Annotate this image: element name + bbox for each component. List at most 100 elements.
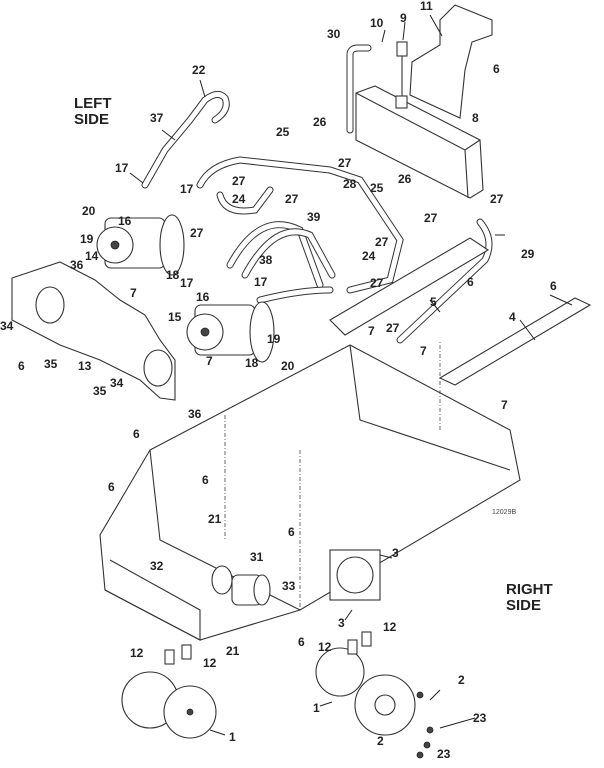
callout-19: 19 xyxy=(267,332,281,346)
callout-34: 34 xyxy=(0,319,14,333)
left-wheel-motor xyxy=(121,671,217,739)
tank-bracket xyxy=(409,4,493,119)
rail-5 xyxy=(329,237,490,336)
callout-12: 12 xyxy=(203,656,217,670)
callout-6: 6 xyxy=(288,525,295,539)
callout-6: 6 xyxy=(202,473,209,487)
callout-7: 7 xyxy=(420,344,427,358)
callout-2: 2 xyxy=(377,734,384,748)
right-wheel-motor xyxy=(315,647,416,736)
right-motor-mount xyxy=(329,549,381,601)
callout-5: 5 xyxy=(430,295,437,309)
callout-26: 26 xyxy=(313,115,327,129)
right-hydraulic-pump xyxy=(186,301,275,363)
callout-7: 7 xyxy=(130,286,137,300)
callout-27: 27 xyxy=(375,235,389,249)
callout-17: 17 xyxy=(180,276,194,290)
callout-27: 27 xyxy=(490,192,504,206)
right-mount-opening xyxy=(143,349,173,387)
filter-bracket xyxy=(211,565,233,595)
main-frame xyxy=(99,340,521,641)
callout-17: 17 xyxy=(254,275,268,289)
hydraulic-hoses xyxy=(141,91,493,344)
callout-6: 6 xyxy=(18,359,25,373)
callout-16: 16 xyxy=(196,290,210,304)
callout-2: 2 xyxy=(458,673,465,687)
callout-25: 25 xyxy=(276,125,290,139)
left-mount-opening xyxy=(35,286,65,324)
callout-7: 7 xyxy=(501,398,508,412)
callout-11: 11 xyxy=(420,0,433,13)
left-side-label: LEFT SIDE xyxy=(74,95,112,128)
callout-39: 39 xyxy=(307,210,321,224)
callout-27: 27 xyxy=(285,192,299,206)
drawing-code: 12029B xyxy=(492,509,517,516)
callout-17: 17 xyxy=(115,161,129,175)
callout-14: 14 xyxy=(85,249,99,263)
callout-28: 28 xyxy=(343,177,357,191)
callout-12: 12 xyxy=(130,646,144,660)
callout-24: 24 xyxy=(362,249,376,263)
callout-6: 6 xyxy=(133,427,140,441)
callout-37: 37 xyxy=(150,111,164,125)
callout-34: 34 xyxy=(110,376,124,390)
callout-8: 8 xyxy=(472,111,479,125)
callout-13: 13 xyxy=(78,359,92,373)
callout-27: 27 xyxy=(190,226,204,240)
callout-33: 33 xyxy=(282,579,296,593)
callout-9: 9 xyxy=(400,11,407,25)
callout-10: 10 xyxy=(370,16,384,30)
callout-17: 17 xyxy=(180,182,194,196)
callout-25: 25 xyxy=(370,181,384,195)
callout-18: 18 xyxy=(166,268,180,282)
callout-22: 22 xyxy=(192,63,206,77)
callout-23: 23 xyxy=(473,711,487,725)
callout-31: 31 xyxy=(250,550,264,564)
callout-24: 24 xyxy=(232,192,246,206)
callout-3: 3 xyxy=(392,546,399,560)
right-side-label: RIGHT SIDE xyxy=(506,581,553,614)
callout-32: 32 xyxy=(150,559,164,573)
dipstick xyxy=(395,41,408,109)
callout-35: 35 xyxy=(93,384,107,398)
fasteners xyxy=(164,631,434,759)
rail-4 xyxy=(438,297,592,386)
callout-20: 20 xyxy=(281,359,295,373)
leader-lines xyxy=(129,14,573,736)
callout-27: 27 xyxy=(232,174,246,188)
left-hydraulic-pump xyxy=(96,214,185,276)
callout-19: 19 xyxy=(80,232,94,246)
callout-16: 16 xyxy=(118,214,132,228)
callout-6: 6 xyxy=(550,279,557,293)
callout-15: 15 xyxy=(168,310,182,324)
callout-27: 27 xyxy=(370,276,384,290)
callout-30: 30 xyxy=(327,27,341,41)
callout-6: 6 xyxy=(467,275,474,289)
callout-38: 38 xyxy=(259,253,273,267)
callout-21: 21 xyxy=(208,512,222,526)
callout-1: 1 xyxy=(313,701,320,715)
callout-23: 23 xyxy=(437,747,451,761)
callout-3: 3 xyxy=(338,616,345,630)
callout-20: 20 xyxy=(82,204,96,218)
callout-6: 6 xyxy=(298,635,305,649)
callout-18: 18 xyxy=(245,356,259,370)
callout-6: 6 xyxy=(108,480,115,494)
callout-7: 7 xyxy=(206,354,213,368)
callout-12: 12 xyxy=(318,640,332,654)
callout-29: 29 xyxy=(521,247,535,261)
callout-1: 1 xyxy=(229,730,236,744)
callout-27: 27 xyxy=(338,156,352,170)
callout-6: 6 xyxy=(493,62,500,76)
callout-12: 12 xyxy=(383,620,397,634)
callout-7: 7 xyxy=(368,324,375,338)
callout-36: 36 xyxy=(70,258,84,272)
callout-26: 26 xyxy=(398,172,412,186)
callout-21: 21 xyxy=(226,644,240,658)
hydraulic-tank xyxy=(355,85,484,199)
callout-27: 27 xyxy=(386,321,400,335)
callout-27: 27 xyxy=(424,211,438,225)
callout-35: 35 xyxy=(44,357,58,371)
callout-4: 4 xyxy=(509,310,516,324)
